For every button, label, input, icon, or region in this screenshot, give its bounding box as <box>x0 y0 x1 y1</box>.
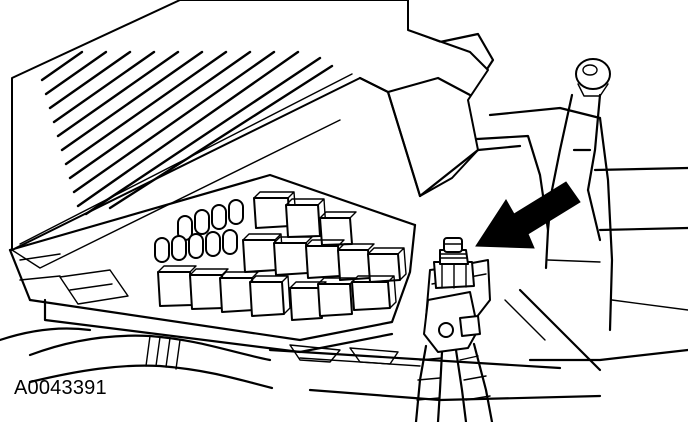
fuse-box-cover <box>11 0 489 269</box>
relay-row-bottom <box>157 265 397 321</box>
battery-cables <box>414 342 494 422</box>
mini-fuse-row-lower <box>154 229 238 263</box>
cover-vent-slots <box>40 50 334 216</box>
relay-row-middle <box>242 233 407 283</box>
relay-cluster-top <box>253 191 357 246</box>
inner-fender-structure <box>438 32 688 372</box>
fuse-box-housing <box>8 173 417 354</box>
mini-fuse-row-upper <box>177 199 244 241</box>
wiring-harness <box>0 327 602 402</box>
callout-arrow <box>475 181 581 249</box>
terminal-cable-lug <box>423 291 481 353</box>
figure-reference-number: A0043391 <box>14 377 107 399</box>
fluid-reservoir-neck <box>546 93 602 242</box>
reservoir-cap <box>575 58 611 97</box>
